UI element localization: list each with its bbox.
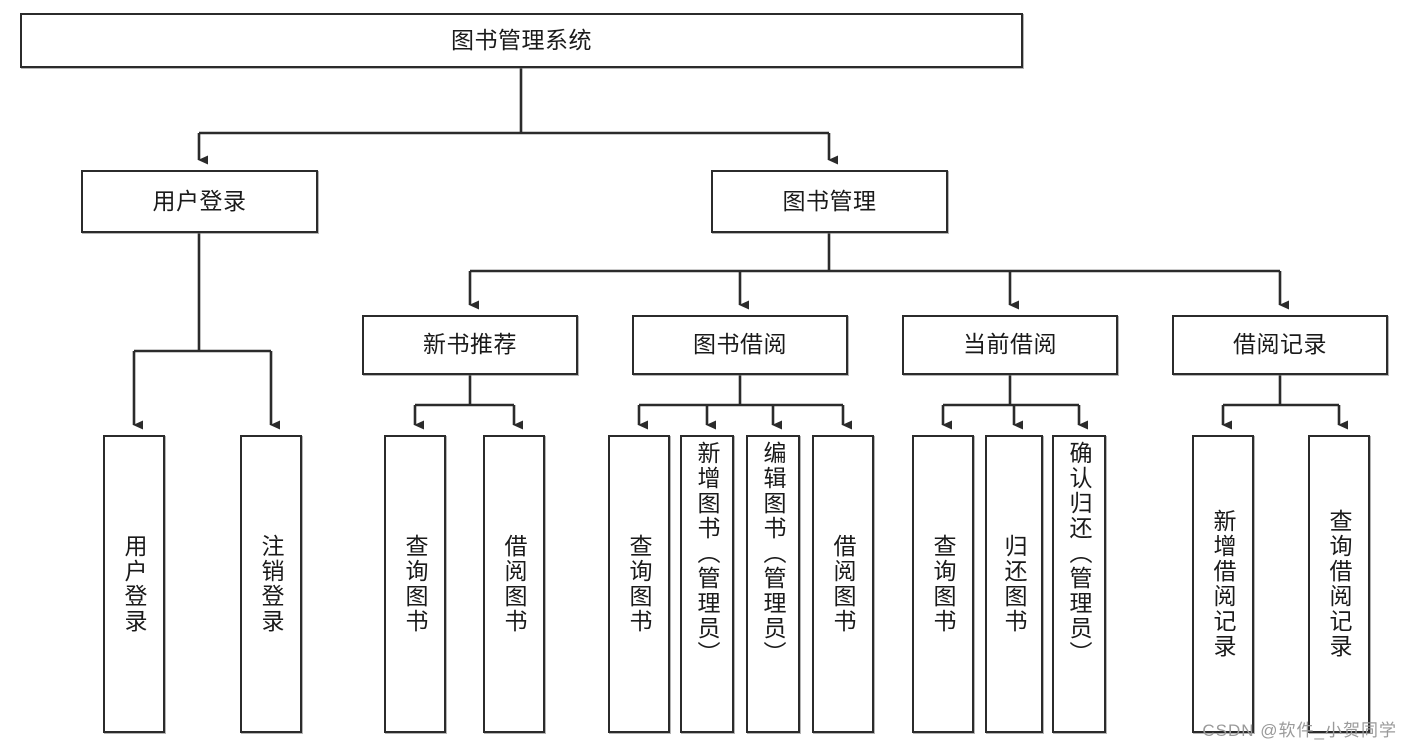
node-leaf-nb-borrow[interactable]: 借阅图书 bbox=[483, 435, 545, 733]
node-leaf-bk-add[interactable]: 新增图书（管理员） bbox=[680, 435, 734, 733]
node-leaf-bk-edit[interactable]: 编辑图书（管理员） bbox=[746, 435, 800, 733]
node-label-root: 图书管理系统 bbox=[451, 26, 592, 53]
node-label-leaf-rc-query: 查询借阅记录 bbox=[1326, 509, 1353, 659]
node-leaf-rc-add[interactable]: 新增借阅记录 bbox=[1192, 435, 1254, 733]
node-label-leaf-nb-query: 查询图书 bbox=[402, 534, 429, 634]
node-leaf-cb-query[interactable]: 查询图书 bbox=[912, 435, 974, 733]
node-label-leaf-cb-confirm: 确认归还（管理员） bbox=[1066, 441, 1093, 666]
node-leaf-user-login[interactable]: 用户登录 bbox=[103, 435, 165, 733]
node-label-current: 当前借阅 bbox=[963, 331, 1057, 358]
node-label-records: 借阅记录 bbox=[1233, 331, 1327, 358]
watermark-text: CSDN @软件_小贺同学 bbox=[1202, 721, 1397, 740]
node-label-borrow: 图书借阅 bbox=[693, 331, 787, 358]
node-leaf-cb-confirm[interactable]: 确认归还（管理员） bbox=[1052, 435, 1106, 733]
node-label-leaf-bk-add: 新增图书（管理员） bbox=[694, 441, 721, 666]
node-borrow[interactable]: 图书借阅 bbox=[632, 315, 848, 375]
node-root[interactable]: 图书管理系统 bbox=[20, 13, 1023, 68]
node-leaf-rc-query[interactable]: 查询借阅记录 bbox=[1308, 435, 1370, 733]
node-label-newbook: 新书推荐 bbox=[423, 331, 517, 358]
node-current[interactable]: 当前借阅 bbox=[902, 315, 1118, 375]
node-label-leaf-user-logout: 注销登录 bbox=[258, 534, 285, 634]
node-leaf-nb-query[interactable]: 查询图书 bbox=[384, 435, 446, 733]
node-records[interactable]: 借阅记录 bbox=[1172, 315, 1388, 375]
node-leaf-bk-query[interactable]: 查询图书 bbox=[608, 435, 670, 733]
node-label-leaf-bk-borrow: 借阅图书 bbox=[830, 534, 857, 634]
node-label-leaf-bk-query: 查询图书 bbox=[626, 534, 653, 634]
node-label-leaf-user-login: 用户登录 bbox=[121, 534, 148, 634]
node-newbook[interactable]: 新书推荐 bbox=[362, 315, 578, 375]
node-leaf-user-logout[interactable]: 注销登录 bbox=[240, 435, 302, 733]
node-label-leaf-bk-edit: 编辑图书（管理员） bbox=[760, 441, 787, 666]
node-label-leaf-cb-query: 查询图书 bbox=[930, 534, 957, 634]
node-label-leaf-nb-borrow: 借阅图书 bbox=[501, 534, 528, 634]
node-label-leaf-rc-add: 新增借阅记录 bbox=[1210, 509, 1237, 659]
node-label-login: 用户登录 bbox=[152, 187, 247, 214]
node-bookmgmt[interactable]: 图书管理 bbox=[711, 170, 948, 233]
node-label-leaf-cb-return: 归还图书 bbox=[1001, 534, 1028, 634]
node-login[interactable]: 用户登录 bbox=[81, 170, 318, 233]
node-leaf-bk-borrow[interactable]: 借阅图书 bbox=[812, 435, 874, 733]
node-leaf-cb-return[interactable]: 归还图书 bbox=[985, 435, 1043, 733]
node-label-bookmgmt: 图书管理 bbox=[782, 187, 877, 214]
